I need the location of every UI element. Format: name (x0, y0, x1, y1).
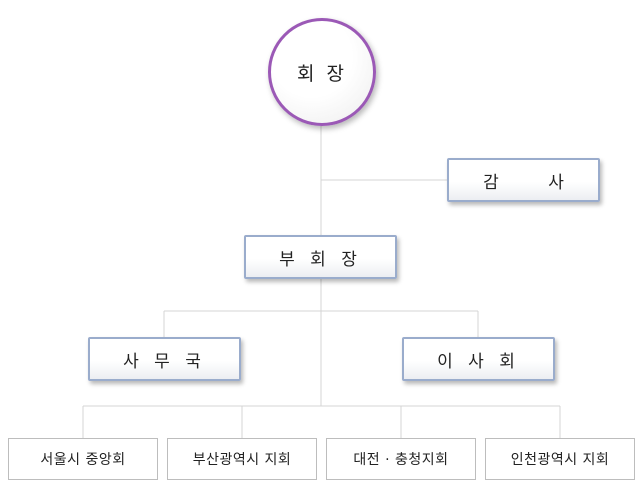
branch-label-daejeon: 대전 · 충청지회 (353, 452, 449, 468)
branch-label-incheon: 인천광역시 지회 (510, 452, 610, 468)
branch-node-daejeon: 대전 · 충청지회 (326, 438, 476, 480)
auditor-node: 감 사 (447, 158, 600, 202)
vice-chairman-label: 부 회 장 (279, 249, 362, 270)
branch-node-busan: 부산광역시 지회 (167, 438, 317, 480)
branch-node-seoul: 서울시 중앙회 (8, 438, 158, 480)
board-of-directors-label: 이 사 회 (437, 351, 520, 372)
vice-chairman-node: 부 회 장 (244, 235, 397, 279)
branch-node-incheon: 인천광역시 지회 (485, 438, 635, 480)
auditor-label: 감 사 (483, 172, 586, 193)
chairman-label: 회 장 (297, 62, 347, 85)
branch-label-busan: 부산광역시 지회 (192, 452, 292, 468)
chairman-node: 회 장 (268, 18, 376, 126)
branch-label-seoul: 서울시 중앙회 (40, 452, 126, 468)
secretariat-node: 사 무 국 (88, 337, 241, 381)
secretariat-label: 사 무 국 (123, 351, 206, 372)
board-of-directors-node: 이 사 회 (402, 337, 555, 381)
